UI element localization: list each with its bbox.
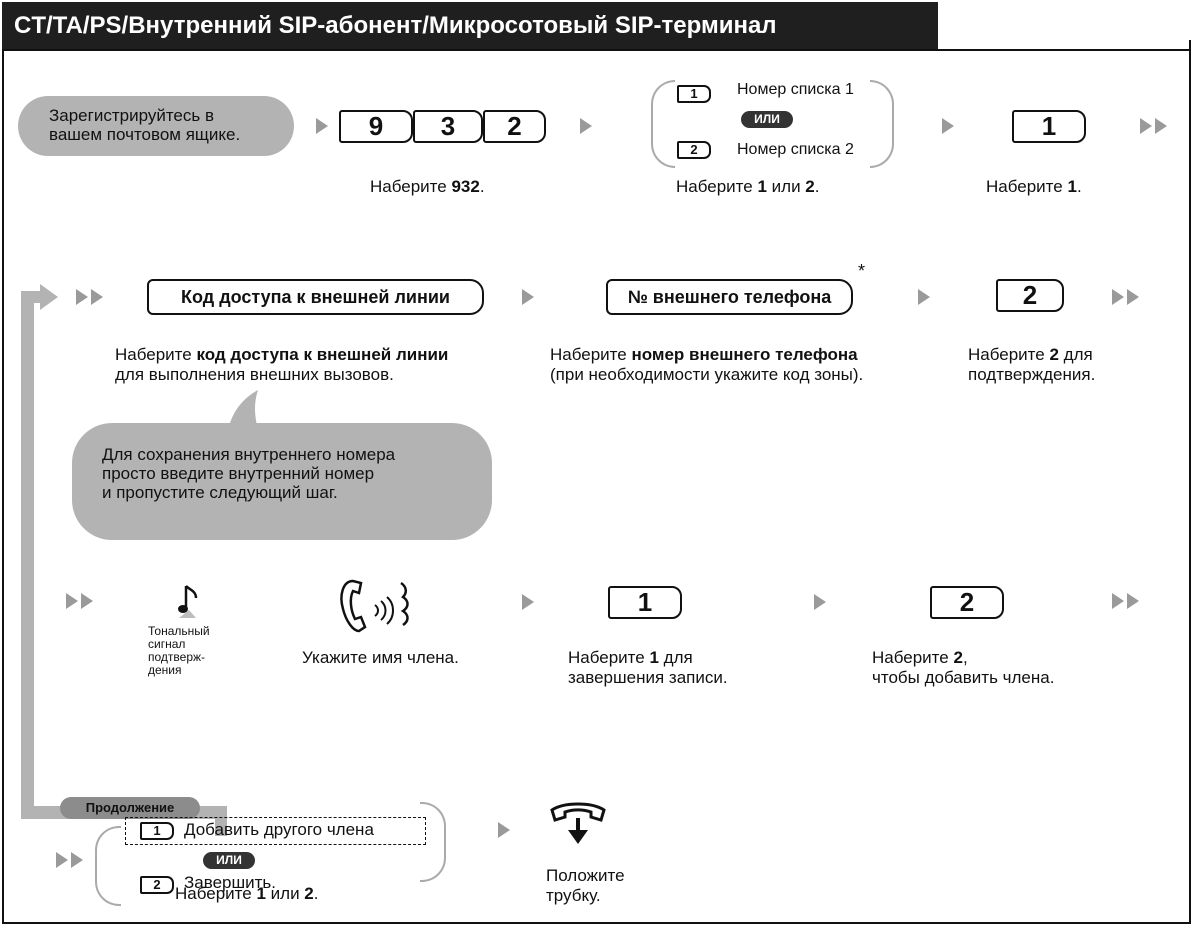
- arrow-icon: [522, 594, 534, 610]
- login-bubble: Зарегистрируйтесь в вашем почтовом ящике…: [18, 96, 294, 156]
- return-line-top: [21, 291, 43, 303]
- dial-1-caption: Наберите 1.: [986, 177, 1082, 196]
- arrow-icon: [316, 118, 328, 134]
- return-arrow-icon: [40, 284, 58, 310]
- arrow-icon: [498, 822, 510, 838]
- add-another-option: [125, 817, 426, 845]
- key-1: 1: [608, 586, 682, 619]
- arrow-icon: [580, 118, 592, 134]
- music-note-icon: [178, 585, 198, 618]
- dial-2-add-caption: Наберите 2, чтобы добавить члена.: [872, 648, 1055, 687]
- key-1: 1: [140, 822, 174, 840]
- or-badge: ИЛИ: [203, 852, 255, 869]
- continue-arrow-icon: [1140, 118, 1170, 134]
- diagram-frame: [2, 40, 1191, 924]
- page-title: CT/TA/PS/Внутренний SIP-абонент/Микросот…: [2, 2, 938, 49]
- tone-label: Тональный сигнал подтверж- дения: [148, 624, 210, 677]
- or-badge: ИЛИ: [741, 111, 793, 128]
- dial-2-confirm-caption: Наберите 2 для подтверждения.: [968, 345, 1096, 384]
- continue-arrow-icon: [76, 289, 106, 305]
- return-line-right: [215, 806, 227, 836]
- note-bubble: Для сохранения внутреннего номера просто…: [72, 423, 492, 540]
- continue-badge: Продолжение: [60, 797, 200, 819]
- list1-label: Номер списка 1: [737, 81, 854, 98]
- key-2: 2: [140, 876, 174, 894]
- key-2: 2: [483, 110, 546, 143]
- arrow-icon: [814, 594, 826, 610]
- continue-arrow-icon: [56, 852, 86, 868]
- arrow-icon: [522, 289, 534, 305]
- speak-handset-icon: [340, 579, 409, 633]
- bracket-left: [95, 826, 121, 906]
- key-3: 3: [413, 110, 483, 143]
- bracket-right: [870, 80, 894, 168]
- continue-arrow-icon: [66, 593, 96, 609]
- bubble-tail: [228, 390, 258, 430]
- bracket-left: [651, 80, 675, 168]
- key-1: 1: [677, 85, 711, 103]
- dial-1-finish-caption: Наберите 1 для завершения записи.: [568, 648, 728, 687]
- key-2: 2: [930, 586, 1004, 619]
- key-2: 2: [677, 141, 711, 159]
- finish-label: Завершить.: [184, 873, 276, 892]
- dial-access-caption: Наберите код доступа к внешней линии для…: [115, 345, 449, 384]
- asterisk-note: *: [858, 261, 866, 281]
- continue-arrow-icon: [1112, 289, 1142, 305]
- list2-label: Номер списка 2: [737, 141, 854, 158]
- key-1: 1: [1012, 110, 1086, 143]
- bracket-right: [420, 802, 446, 882]
- dial-1or2-caption: Наберите 1 или 2.: [676, 177, 820, 196]
- arrow-icon: [942, 118, 954, 134]
- dial-1or2-caption: Наберите 1 или 2.: [175, 884, 319, 903]
- say-name-caption: Укажите имя члена.: [302, 648, 459, 667]
- continue-arrow-icon: [1112, 593, 1142, 609]
- add-another-label: Добавить другого члена: [184, 820, 374, 839]
- hang-up-handset-icon: [550, 802, 606, 844]
- return-line-vertical: [21, 291, 34, 819]
- hang-up-caption: Положите трубку.: [546, 866, 625, 905]
- line-access-code-box: Код доступа к внешней линии: [147, 279, 484, 315]
- dial-932-caption: Наберите 932.: [370, 177, 485, 196]
- arrow-icon: [918, 289, 930, 305]
- key-2: 2: [996, 279, 1064, 312]
- external-phone-box: № внешнего телефона: [606, 279, 853, 315]
- header-divider: [2, 49, 1191, 51]
- dial-phone-caption: Наберите номер внешнего телефона (при не…: [550, 345, 864, 384]
- key-9: 9: [339, 110, 413, 143]
